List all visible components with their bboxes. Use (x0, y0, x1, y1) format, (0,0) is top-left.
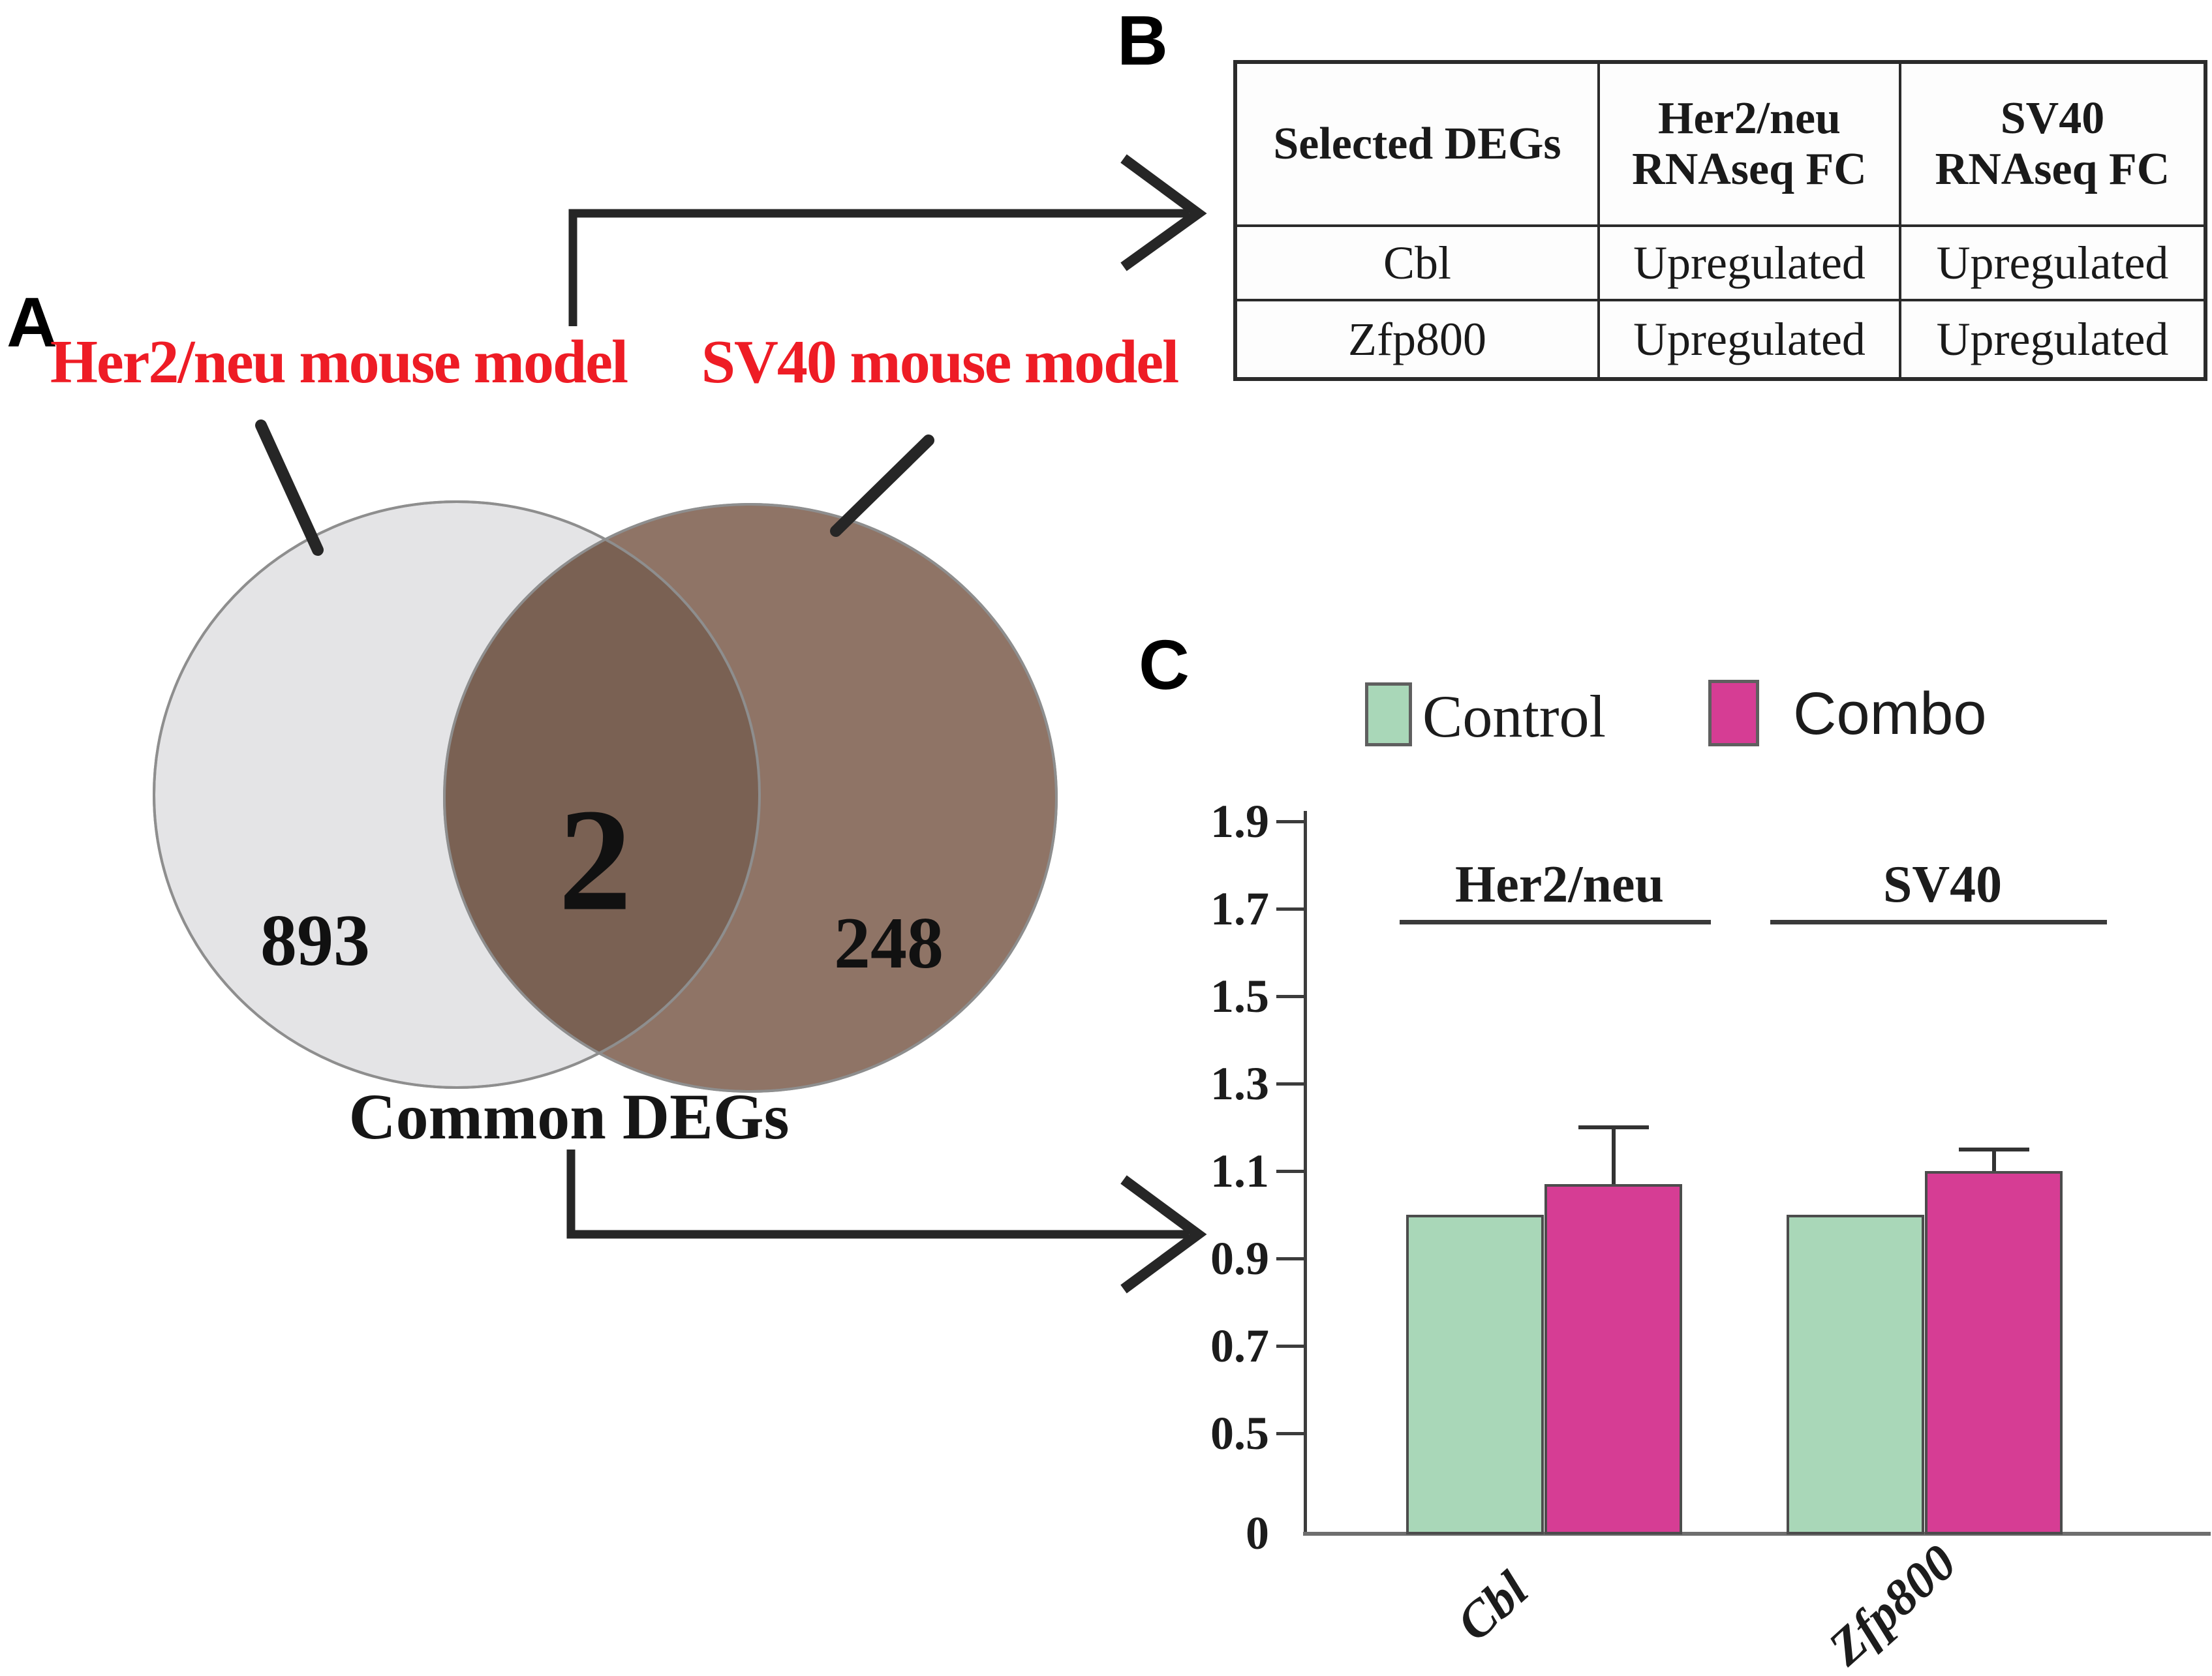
deg-table: Selected DEGs Her2/neu RNAseq FC SV40 RN… (1233, 60, 2207, 381)
y-tick-label: 1.7 (1210, 883, 1269, 935)
left-label-leader-line (255, 419, 324, 556)
y-tick (1276, 820, 1305, 823)
arrow-venn-to-table-head (1120, 154, 1207, 271)
table-cell-her2-fc: Upregulated (1600, 301, 1901, 377)
table-cell-sv40-fc: Upregulated (1936, 312, 2169, 365)
y-tick (1276, 1345, 1305, 1348)
panel-c-letter: C (1139, 625, 1190, 704)
bar-combo-zfp800 (1925, 1171, 2063, 1534)
y-tick-label: 1.9 (1210, 795, 1269, 847)
legend-label-control: Control (1422, 683, 1606, 750)
table-header-selected-degs: Selected DEGs (1237, 64, 1600, 227)
her2-model-label: Her2/neu mouse model (50, 328, 628, 396)
panel-b-letter: B (1117, 1, 1168, 80)
table-header-her2-fc: Her2/neu RNAseq FC (1600, 64, 1901, 227)
bar-control-zfp800 (1787, 1215, 1924, 1534)
x-category-label-cbl: Cbl (1445, 1560, 1539, 1652)
y-tick-label: 0.9 (1210, 1232, 1269, 1285)
arrow-degs-to-chart-head (1120, 1175, 1207, 1294)
y-tick (1276, 1082, 1305, 1086)
x-category-label-zfp800: Zfp800 (1817, 1533, 1967, 1676)
arrow-degs-to-chart (566, 1150, 1189, 1239)
y-tick-label: 1.1 (1210, 1145, 1269, 1197)
y-tick-label: 1.5 (1210, 970, 1269, 1022)
venn-right-count: 248 (834, 903, 944, 984)
right-label-leader-line (830, 434, 934, 537)
y-tick-label: 0.7 (1210, 1320, 1269, 1372)
error-bar-whisker (1611, 1127, 1616, 1185)
group-header-her2/neu: Her2/neu (1455, 856, 1664, 913)
group-underline (1400, 920, 1711, 924)
venn-right-outline (443, 503, 1058, 1093)
y-tick (1276, 907, 1305, 911)
bar-control-cbl (1406, 1215, 1544, 1534)
table-cell-gene: Cbl (1237, 227, 1600, 301)
y-tick (1276, 1257, 1305, 1260)
table-cell-gene: Zfp800 (1237, 301, 1600, 377)
panel-a-letter: A (7, 282, 57, 361)
y-axis-line (1304, 811, 1307, 1534)
table-cell-sv40-fc: Upregulated (1901, 227, 2204, 301)
group-header-sv40: SV40 (1882, 856, 2003, 913)
venn-caption: Common DEGs (348, 1080, 790, 1153)
error-bar-whisker (1991, 1149, 1996, 1171)
venn-left-outline (153, 500, 761, 1089)
legend-swatch-combo (1708, 680, 1759, 746)
y-tick (1276, 1170, 1305, 1173)
sv40-model-label: SV40 mouse model (701, 328, 1179, 396)
y-tick-label: 0.5 (1210, 1407, 1269, 1459)
error-bar-cap (1958, 1147, 2029, 1151)
y-tick-label: 0 (1246, 1507, 1269, 1559)
arrow-venn-to-table (568, 209, 1189, 326)
legend-label-combo: Combo (1793, 680, 1987, 747)
group-underline (1770, 920, 2107, 924)
table-cell-her2-fc: Upregulated (1600, 227, 1901, 301)
y-tick-label: 1.3 (1210, 1058, 1269, 1110)
venn-overlap-count: 2 (558, 778, 632, 941)
y-tick (1276, 995, 1305, 998)
venn-left-count: 893 (260, 900, 370, 981)
legend-swatch-control (1365, 682, 1412, 746)
x-axis-line (1303, 1532, 2211, 1536)
table-header-sv40-fc: SV40 RNAseq FC (1901, 64, 2204, 227)
venn-overlap-region (444, 504, 760, 1088)
bar-combo-cbl (1544, 1184, 1682, 1534)
error-bar-cap (1578, 1125, 1649, 1129)
y-tick (1276, 1432, 1305, 1435)
